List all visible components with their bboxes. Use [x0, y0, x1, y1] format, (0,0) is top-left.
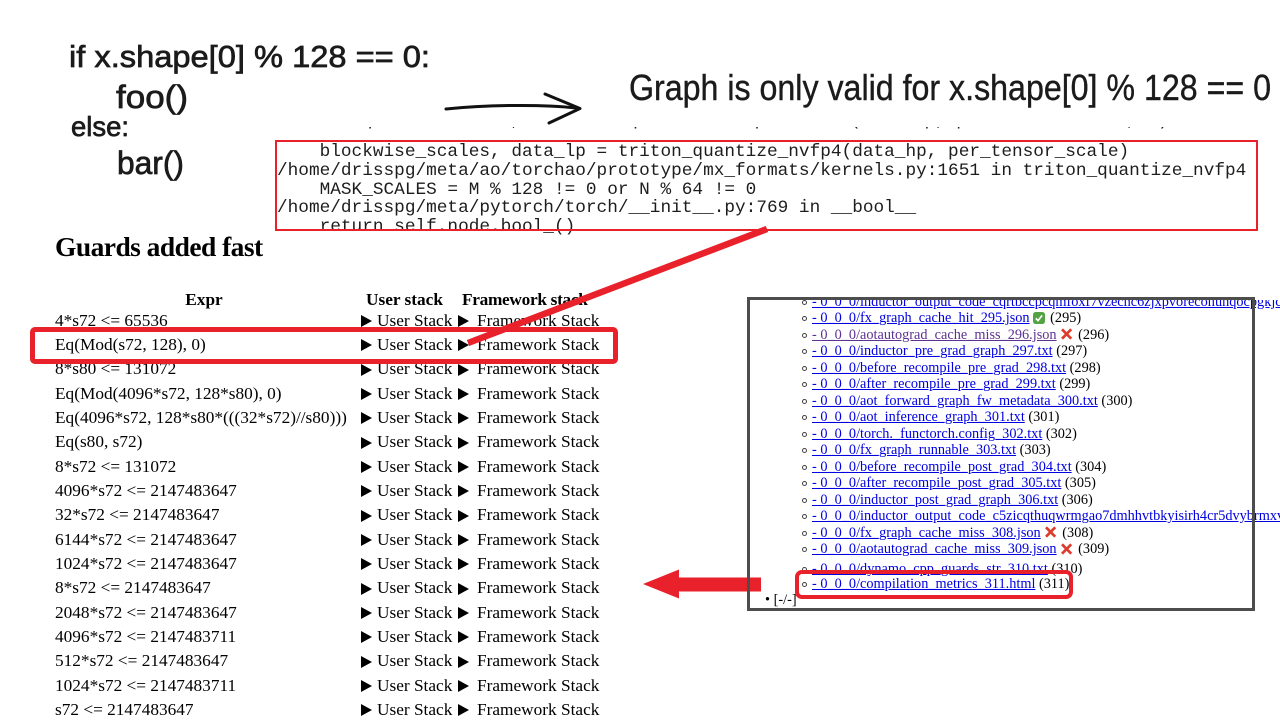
svg-text:Graph is only valid for x.shap: Graph is only valid for x.shape[0] % 128… [629, 67, 1271, 108]
svg-text:foo(): foo() [116, 79, 188, 115]
svg-text:bar(): bar() [117, 145, 184, 181]
svg-text:if x.shape[0] % 128 == 0:: if x.shape[0] % 128 == 0: [69, 39, 430, 74]
svg-text:else:: else: [71, 111, 129, 142]
